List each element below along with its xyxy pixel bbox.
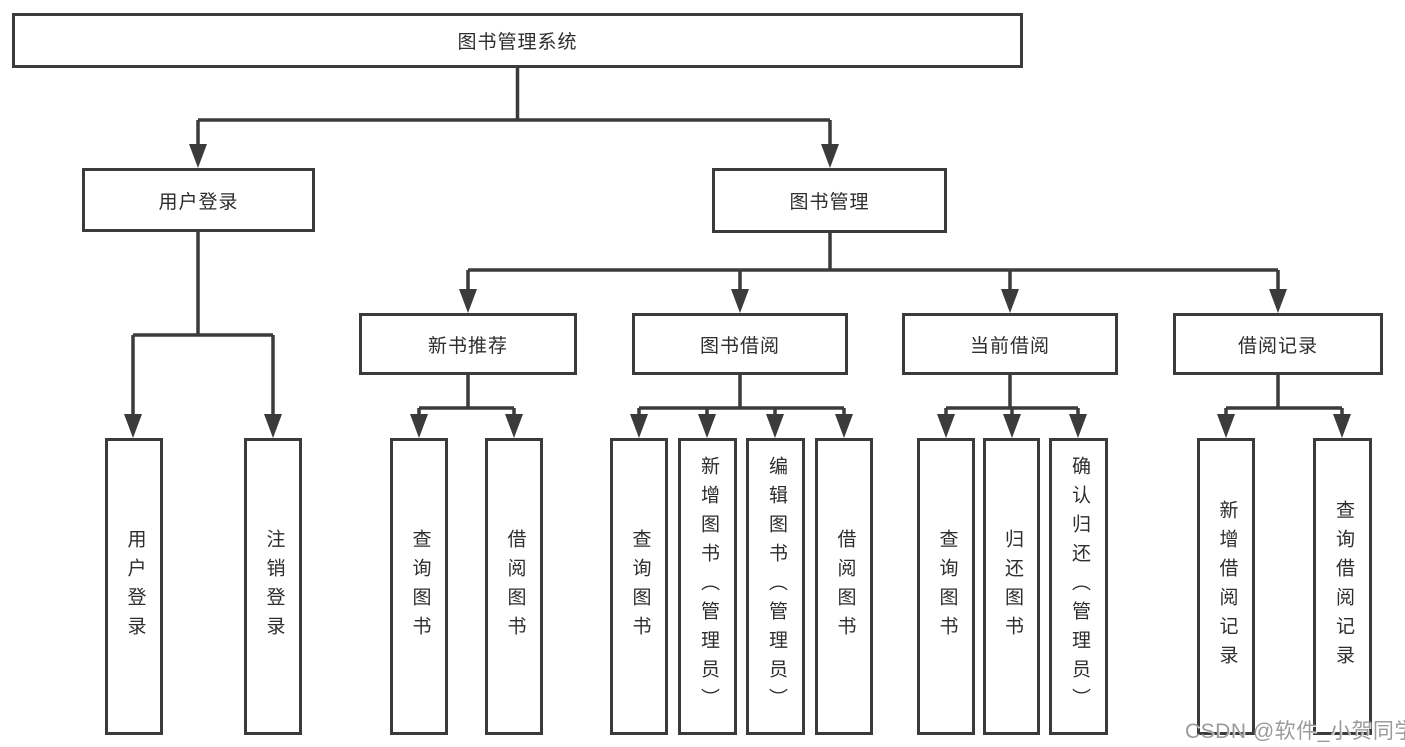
leaf-logout-label: 注销登录 <box>263 528 285 645</box>
leaf-borrow-books-recommend-label: 借阅图书 <box>504 528 526 645</box>
leaf-query-books-borrow: 查询图书 <box>610 438 668 735</box>
node-current-borrow: 当前借阅 <box>902 313 1118 375</box>
leaf-confirm-return-admin-label: 确认归还（管理员） <box>1068 456 1090 717</box>
node-library-management-system-label: 图书管理系统 <box>457 32 578 53</box>
leaf-query-books-recommend-label: 查询图书 <box>409 528 431 645</box>
node-user-login-group-label: 用户登录 <box>158 191 239 213</box>
node-book-management-group: 图书管理 <box>712 168 947 233</box>
leaf-logout: 注销登录 <box>244 438 302 735</box>
leaf-edit-books-admin: 编辑图书（管理员） <box>746 438 805 735</box>
leaf-query-books-recommend: 查询图书 <box>390 438 448 735</box>
leaf-borrow-books-label: 借阅图书 <box>834 528 856 645</box>
leaf-query-borrow-record-label: 查询借阅记录 <box>1332 499 1354 674</box>
leaf-query-books-borrow-label: 查询图书 <box>629 528 651 645</box>
leaf-add-borrow-record-label: 新增借阅记录 <box>1216 499 1238 674</box>
leaf-add-books-admin-label: 新增图书（管理员） <box>697 456 719 717</box>
node-current-borrow-label: 当前借阅 <box>969 335 1050 357</box>
node-borrow-records-label: 借阅记录 <box>1237 335 1318 357</box>
leaf-query-books-current-label: 查询图书 <box>936 528 958 645</box>
node-book-borrow: 图书借阅 <box>632 313 848 375</box>
leaf-query-borrow-record: 查询借阅记录 <box>1313 438 1372 735</box>
node-book-borrow-label: 图书借阅 <box>699 335 780 357</box>
leaf-confirm-return-admin: 确认归还（管理员） <box>1049 438 1108 735</box>
node-borrow-records: 借阅记录 <box>1173 313 1383 375</box>
node-user-login-group: 用户登录 <box>82 168 315 232</box>
leaf-user-login-label: 用户登录 <box>124 528 146 645</box>
leaf-add-borrow-record: 新增借阅记录 <box>1197 438 1255 735</box>
leaf-return-books: 归还图书 <box>983 438 1040 735</box>
csdn-watermark: CSDN @软件_小贺同学 <box>1185 720 1405 743</box>
leaf-add-books-admin: 新增图书（管理员） <box>678 438 737 735</box>
node-book-management-group-label: 图书管理 <box>789 192 870 213</box>
node-new-book-recommend: 新书推荐 <box>359 313 577 375</box>
leaf-borrow-books: 借阅图书 <box>815 438 873 735</box>
node-new-book-recommend-label: 新书推荐 <box>427 335 508 357</box>
leaf-edit-books-admin-label: 编辑图书（管理员） <box>765 456 787 717</box>
leaf-query-books-current: 查询图书 <box>917 438 975 735</box>
node-library-management-system: 图书管理系统 <box>12 13 1023 68</box>
leaf-borrow-books-recommend: 借阅图书 <box>485 438 543 735</box>
leaf-return-books-label: 归还图书 <box>1001 528 1023 645</box>
leaf-user-login: 用户登录 <box>105 438 163 735</box>
